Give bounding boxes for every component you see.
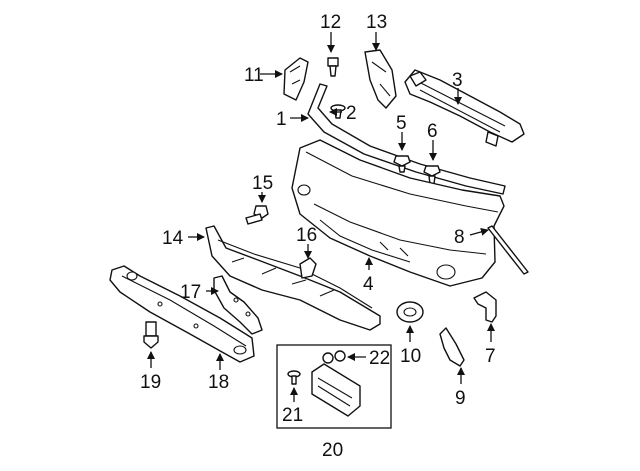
callout-2: 2	[346, 103, 357, 124]
callout-14: 14	[162, 228, 184, 249]
callout-18: 18	[208, 372, 229, 393]
part-5-bolt	[393, 155, 411, 173]
leader-lines	[147, 32, 495, 402]
callout-8: 8	[454, 227, 465, 248]
part-12-bolt	[327, 57, 339, 77]
callout-21: 21	[282, 405, 303, 426]
part-16-bracket	[299, 257, 317, 279]
part-8-molding	[487, 225, 529, 275]
callout-labels: 11 12 13 3 2 1 5 6 15 14 16 8 4 17 10 7 …	[140, 12, 496, 461]
part-13-bracket	[364, 49, 397, 109]
part-1-upper-trim	[307, 83, 506, 195]
part-17-bracket	[213, 275, 263, 335]
callout-7: 7	[485, 346, 496, 367]
part-9-bracket	[439, 327, 465, 367]
callout-20: 20	[322, 440, 343, 461]
part-3-reinforcement	[404, 69, 525, 147]
callout-3: 3	[452, 70, 463, 91]
part-10-fog-cover	[396, 301, 424, 323]
part-15-bolt	[245, 205, 269, 225]
callout-9: 9	[455, 388, 466, 409]
part-4-bumper-cover	[291, 139, 505, 287]
callout-19: 19	[140, 372, 161, 393]
callout-22: 22	[369, 348, 390, 369]
callout-12: 12	[320, 12, 341, 33]
callout-10: 10	[400, 346, 421, 367]
callout-1: 1	[276, 109, 287, 130]
callout-15: 15	[252, 173, 273, 194]
part-18-lower-support	[109, 265, 255, 363]
callout-4: 4	[363, 274, 374, 295]
leader-8	[469, 228, 489, 236]
part-20-license-group	[276, 344, 392, 429]
callout-11: 11	[244, 65, 264, 86]
part-19-bolt	[143, 321, 159, 349]
callout-6: 6	[427, 121, 438, 142]
callout-5: 5	[396, 113, 407, 134]
callout-13: 13	[366, 12, 387, 33]
part-7-bracket	[473, 291, 497, 323]
callout-17: 17	[180, 282, 201, 303]
part-11-bracket	[283, 57, 309, 101]
callout-16: 16	[296, 225, 317, 246]
